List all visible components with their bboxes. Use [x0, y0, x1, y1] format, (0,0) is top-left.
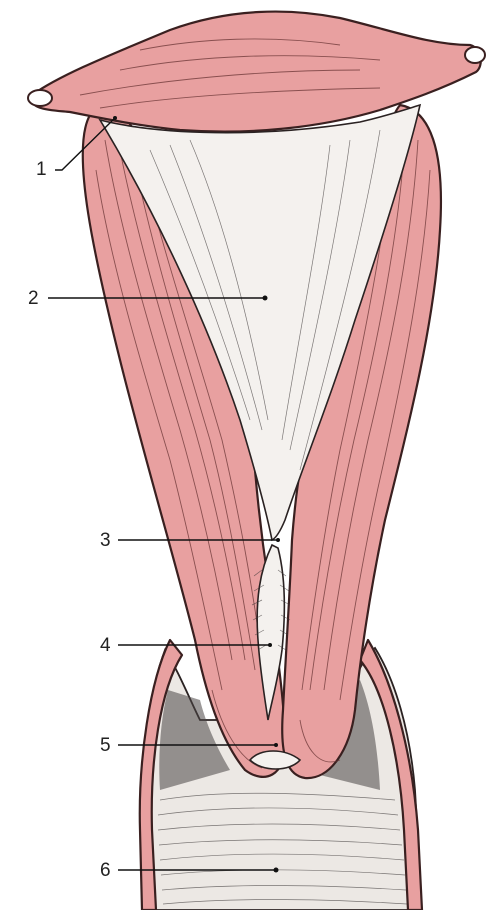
tube-opening-left — [28, 90, 52, 106]
label-1: 1 — [36, 159, 47, 180]
label-5: 5 — [100, 735, 111, 756]
label-4: 4 — [100, 635, 111, 656]
label-2: 2 — [28, 288, 39, 309]
label-3: 3 — [100, 530, 111, 551]
label-6: 6 — [100, 860, 111, 881]
tube-opening-right — [465, 47, 485, 63]
